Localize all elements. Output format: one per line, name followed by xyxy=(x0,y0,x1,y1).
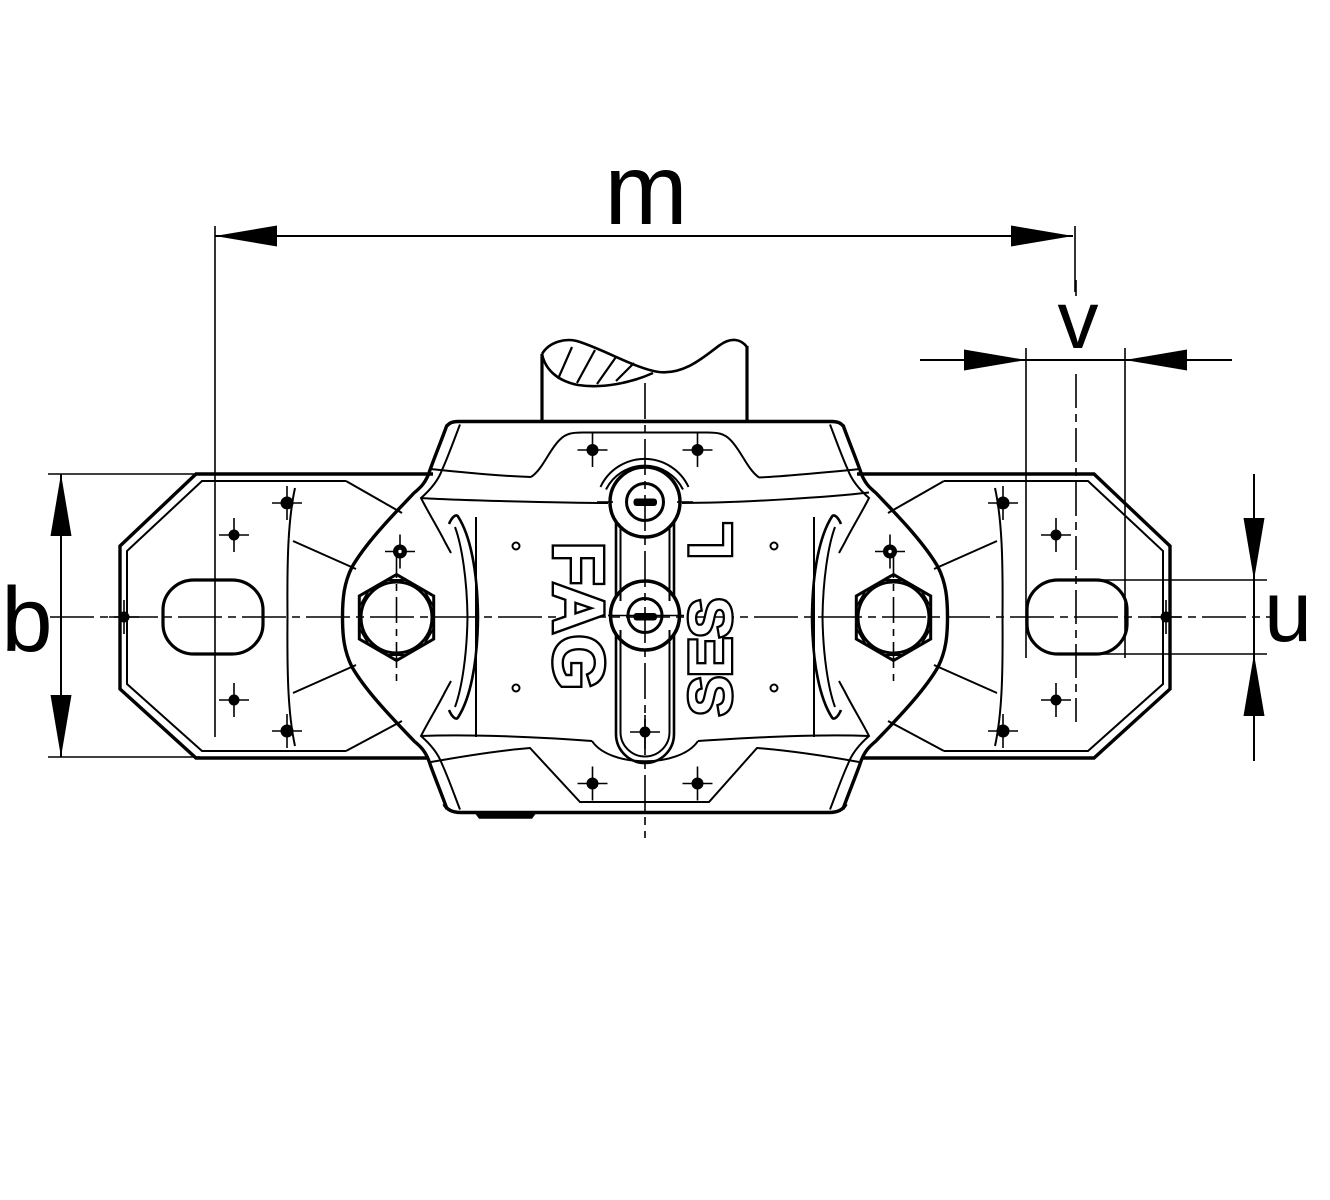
svg-text:FAG: FAG xyxy=(538,542,617,691)
svg-text:b: b xyxy=(1,569,52,671)
svg-text:SES: SES xyxy=(677,599,744,716)
svg-text:u: u xyxy=(1264,564,1312,660)
svg-text:m: m xyxy=(604,134,687,246)
svg-text:L: L xyxy=(677,522,744,559)
svg-text:v: v xyxy=(1058,275,1099,366)
